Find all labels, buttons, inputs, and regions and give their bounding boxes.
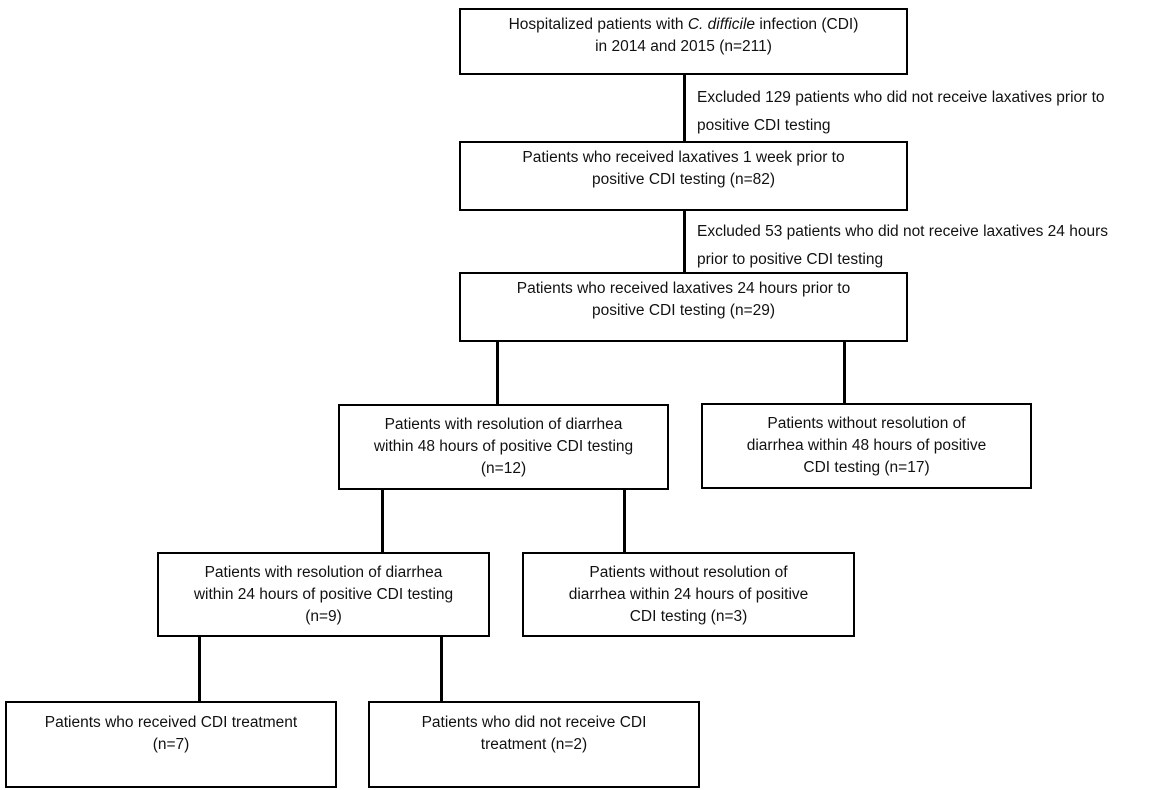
node-laxatives-1week-82: Patients who received laxatives 1 week p… [459,141,908,211]
node-line: within 24 hours of positive CDI testing [193,586,454,603]
node-line: in 2014 and 2015 (n=211) [595,38,772,55]
node-line: Patients with resolution of diarrhea [204,564,443,581]
node-text-segment: Hospitalized patients with [508,16,688,33]
node-line: CDI testing (n=17) [803,459,930,476]
node-line: Patients without resolution of [589,564,788,581]
node-resolution-48h-12: Patients with resolution of diarrhea wit… [338,404,669,490]
connector-lax24-to-res48 [496,341,499,405]
node-received-treatment-7: Patients who received CDI treatment (n=7… [5,701,337,788]
exclusion-line: Excluded 53 patients who did not receive… [697,223,1108,240]
node-resolution-24h-9: Patients with resolution of diarrhea wit… [157,552,490,637]
node-line: Patients who received laxatives 24 hours… [516,280,851,297]
exclusion-note-53: Excluded 53 patients who did not receive… [697,218,1108,274]
node-line: positive CDI testing (n=29) [591,302,776,319]
node-no-resolution-48h-17: Patients without resolution of diarrhea … [701,403,1032,489]
connector-laxweek-to-lax24 [683,210,686,273]
exclusion-line: prior to positive CDI testing [697,251,884,268]
connector-res48-to-nores24 [623,489,626,553]
connector-res48-to-res24 [381,489,384,553]
node-line: Patients with resolution of diarrhea [384,416,623,433]
node-line: (n=9) [305,608,342,625]
exclusion-line: positive CDI testing [697,117,831,134]
node-line: CDI testing (n=3) [629,608,748,625]
node-line: Patients without resolution of [767,415,966,432]
connector-res24-to-nottreated [440,636,443,702]
node-line: diarrhea within 48 hours of positive [746,437,987,454]
node-hospitalized-cdi-211: Hospitalized patients with C. difficile … [459,8,908,75]
exclusion-line: Excluded 129 patients who did not receiv… [697,89,1105,106]
node-line: treatment (n=2) [480,736,588,753]
node-line: positive CDI testing (n=82) [591,171,776,188]
node-laxatives-24h-29: Patients who received laxatives 24 hours… [459,272,908,342]
node-line: (n=7) [152,736,190,753]
exclusion-note-129: Excluded 129 patients who did not receiv… [697,84,1105,140]
connector-lax24-to-nores48 [843,341,846,404]
node-text-italic: C. difficile [687,16,756,33]
node-line: (n=12) [480,460,527,477]
connector-hospitalized-to-laxweek [683,74,686,142]
node-line: diarrhea within 24 hours of positive [568,586,809,603]
node-line: within 48 hours of positive CDI testing [373,438,634,455]
node-line: Hospitalized patients with C. difficile … [461,14,906,36]
node-no-treatment-2: Patients who did not receive CDI treatme… [368,701,700,788]
node-line: Patients who did not receive CDI [421,714,647,731]
node-text-segment: infection (CDI) [755,16,859,33]
node-line: Patients who received CDI treatment [44,714,298,731]
node-no-resolution-24h-3: Patients without resolution of diarrhea … [522,552,855,637]
connector-res24-to-treated [198,636,201,702]
node-line: Patients who received laxatives 1 week p… [522,149,845,166]
